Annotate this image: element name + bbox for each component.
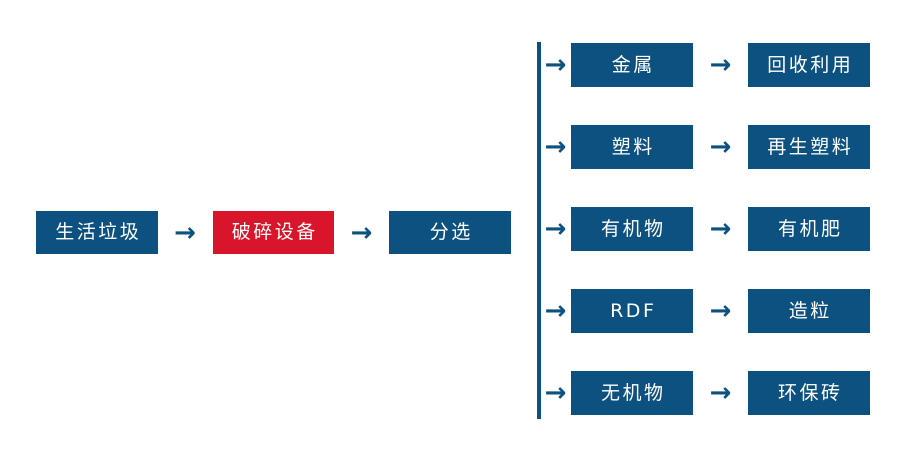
- node-branch-product-4[interactable]: 造粒: [748, 289, 870, 333]
- node-branch-material-1[interactable]: 金属: [571, 43, 693, 87]
- node-main-sorting[interactable]: 分选: [389, 211, 511, 254]
- arrow-right-icon: →: [709, 50, 732, 80]
- node-branch-material-5[interactable]: 无机物: [571, 371, 693, 415]
- arrow-right-icon: →: [709, 132, 732, 162]
- node-branch-product-5[interactable]: 环保砖: [748, 371, 870, 415]
- arrow-right-icon: →: [174, 217, 196, 248]
- arrow-right-icon: →: [544, 296, 567, 326]
- node-branch-material-3[interactable]: 有机物: [571, 207, 693, 251]
- node-branch-material-2[interactable]: 塑料: [571, 125, 693, 169]
- arrow-right-icon: →: [544, 214, 567, 244]
- arrow-right-icon: →: [544, 132, 567, 162]
- node-branch-product-3[interactable]: 有机肥: [748, 207, 870, 251]
- node-main-crusher[interactable]: 破碎设备: [213, 211, 334, 254]
- trunk-connector-line: [537, 42, 541, 419]
- node-branch-product-2[interactable]: 再生塑料: [748, 125, 870, 169]
- arrow-right-icon: →: [709, 214, 732, 244]
- arrow-right-icon: →: [544, 50, 567, 80]
- arrow-right-icon: →: [544, 378, 567, 408]
- node-main-input[interactable]: 生活垃圾: [36, 211, 158, 254]
- node-branch-product-1[interactable]: 回收利用: [748, 43, 870, 87]
- arrow-right-icon: →: [350, 217, 373, 248]
- node-branch-material-4[interactable]: RDF: [571, 289, 693, 333]
- arrow-right-icon: →: [709, 296, 732, 326]
- arrow-right-icon: →: [709, 378, 732, 408]
